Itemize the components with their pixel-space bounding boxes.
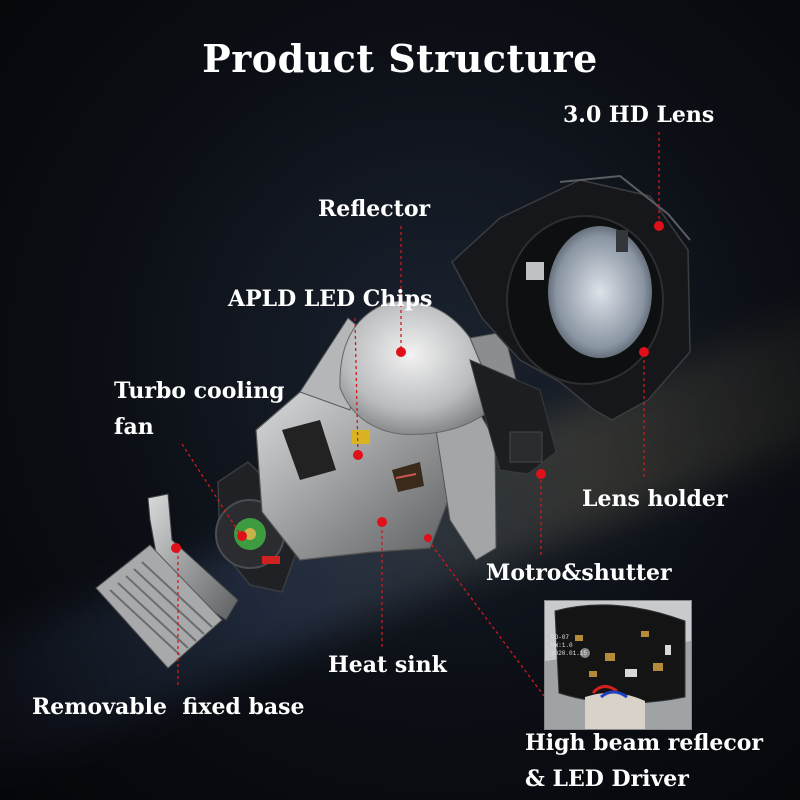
label-lens: 3.0 HD Lens bbox=[563, 102, 715, 128]
marker-lens bbox=[654, 221, 664, 231]
inset-board-text-1: PD-07 bbox=[551, 634, 569, 641]
fixed-base bbox=[95, 493, 239, 669]
label-motor-shutter: Motro&shutter bbox=[486, 560, 672, 586]
marker-reflector bbox=[396, 347, 406, 357]
label-heat-sink: Heat sink bbox=[328, 652, 447, 678]
label-cooling-fan-line1: Turbo cooling bbox=[114, 378, 285, 404]
motor-shutter bbox=[469, 359, 557, 475]
label-driver-line1: High beam reflecor bbox=[525, 730, 763, 756]
marker-apld bbox=[353, 450, 363, 460]
marker-lens-holder bbox=[639, 347, 649, 357]
driver-board-inset-photo: PD-07 HW:1.0 2020.01.15 bbox=[544, 600, 692, 730]
label-reflector: Reflector bbox=[318, 196, 431, 222]
label-cooling-fan-line2: fan bbox=[114, 414, 154, 440]
inset-board-text-3: 2020.01.15 bbox=[551, 650, 587, 657]
marker-motor bbox=[536, 469, 546, 479]
label-apld-led-chips: APLD LED Chips bbox=[228, 286, 433, 312]
label-driver-line2: & LED Driver bbox=[525, 766, 689, 792]
label-lens-holder: Lens holder bbox=[582, 486, 728, 512]
marker-driver bbox=[424, 534, 432, 542]
lens-assembly bbox=[451, 174, 691, 421]
leader-lines bbox=[177, 132, 660, 697]
inset-board-text-2: HW:1.0 bbox=[551, 642, 573, 649]
page-title: Product Structure bbox=[202, 36, 598, 81]
marker-heat-sink bbox=[377, 517, 387, 527]
marker-base bbox=[171, 543, 181, 553]
label-fixed-base: Removable fixed base bbox=[32, 694, 305, 720]
callout-markers bbox=[171, 221, 664, 553]
marker-fan bbox=[237, 531, 247, 541]
